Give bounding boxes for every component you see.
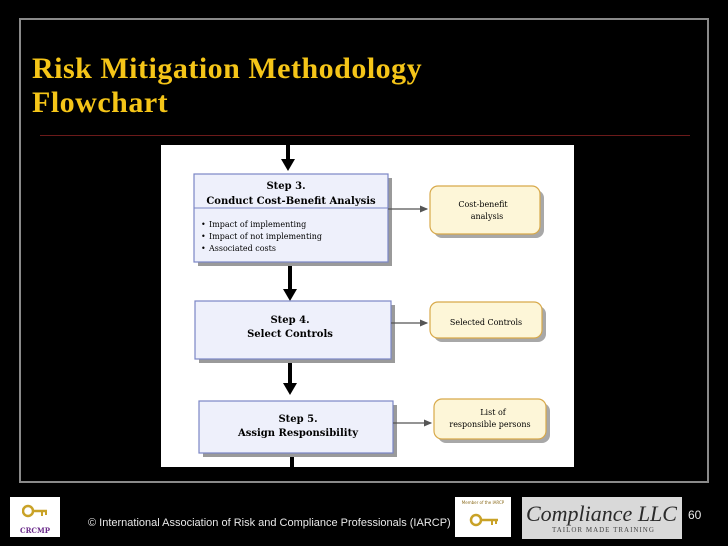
slide-title: Risk Mitigation Methodology Flowchart	[32, 52, 692, 120]
crcmp-logo-text: CRCMP	[20, 526, 50, 535]
step4-subtitle: Select Controls	[247, 329, 333, 340]
crcmp-logo: CRCMP	[10, 497, 60, 537]
title-divider	[40, 135, 690, 136]
step5-box	[198, 400, 394, 454]
step3-bullet: •	[201, 244, 206, 253]
step3-box	[193, 173, 389, 263]
flow-arrow-in-head	[281, 159, 295, 171]
slide-frame	[19, 18, 709, 483]
key-icon	[22, 504, 47, 518]
flow-arrow-3-4-head	[283, 289, 297, 301]
step4-box	[194, 300, 392, 360]
member-badge-text: Member of the IARCP	[461, 500, 505, 505]
output4-line-1: Selected Controls	[450, 318, 522, 327]
copyright-text: © International Association of Risk and …	[88, 517, 451, 529]
compliance-llc-logo: Compliance LLC TAILOR MADE TRAINING	[522, 497, 682, 539]
step3-bullet: •	[201, 220, 206, 229]
step3-bullet: •	[201, 232, 206, 241]
title-line-1: Risk Mitigation Methodology	[32, 52, 423, 85]
output4-box	[429, 301, 543, 339]
compliance-llc-name: Compliance LLC	[526, 501, 677, 526]
output3-line-2: analysis	[471, 212, 504, 221]
step5-subtitle: Assign Responsibility	[237, 428, 359, 439]
step3-bullet-3: Associated costs	[208, 244, 276, 253]
output3-box	[429, 185, 541, 235]
page-number: 60	[688, 508, 702, 522]
compliance-llc-tagline: TAILOR MADE TRAINING	[552, 526, 655, 534]
step3-bullet-2: Impact of not implementing	[209, 232, 322, 241]
title-line-2: Flowchart	[32, 86, 169, 119]
output5-line-1: List of	[480, 408, 507, 417]
output5-line-2: responsible persons	[449, 420, 530, 429]
step3-bullet-1: Impact of implementing	[209, 220, 306, 229]
step3-title: Step 3.	[266, 181, 305, 192]
step4-title: Step 4.	[270, 315, 309, 326]
key-icon	[469, 513, 498, 527]
step3-subtitle: Conduct Cost-Benefit Analysis	[206, 196, 376, 207]
flowchart-image: Step 3. Conduct Cost-Benefit Analysis • …	[161, 145, 574, 467]
flow-arrow-4-5-head	[283, 383, 297, 395]
flowchart-svg: Step 3. Conduct Cost-Benefit Analysis • …	[193, 145, 550, 467]
member-badge-logo: Member of the IARCP	[455, 497, 511, 537]
step5-title: Step 5.	[278, 414, 317, 425]
output3-line-1: Cost-benefit	[458, 200, 508, 209]
output5-box	[433, 398, 547, 440]
